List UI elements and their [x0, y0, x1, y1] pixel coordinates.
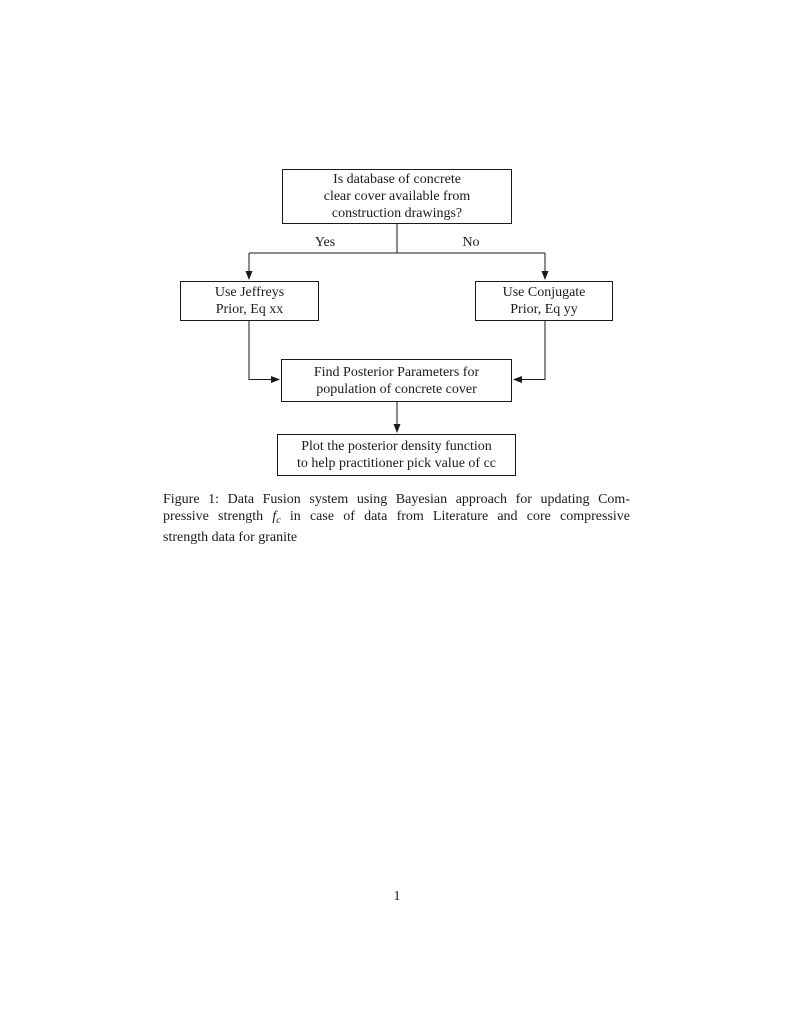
edge-label-no: No [462, 235, 480, 250]
flowchart-box-question: Is database of concrete clear cover avai… [282, 169, 512, 224]
caption-text: pressive strength [163, 509, 273, 524]
caption-line: pressive strength fc in case of data fro… [163, 508, 630, 529]
figure-caption: Figure 1: Data Fusion system using Bayes… [163, 491, 630, 546]
box-text-line: Prior, Eq xx [215, 302, 284, 317]
box-text-line: Find Posterior Parameters for [313, 364, 480, 380]
edge-conjugate-to-posterior [513, 321, 546, 383]
edge-label-yes: Yes [314, 235, 336, 250]
flowchart-box-plot: Plot the posterior density function to h… [277, 434, 516, 476]
page-number: 1 [393, 889, 401, 904]
box-text-line: Use Conjugate [502, 285, 586, 300]
box-text-line: Prior, Eq yy [510, 302, 578, 317]
box-text-line: Use Jeffreys [214, 285, 285, 300]
box-text-line: Is database of concrete [333, 172, 461, 187]
box-text-line: clear cover available from [323, 189, 471, 204]
caption-line: Figure 1: Data Fusion system using Bayes… [163, 492, 630, 507]
flowchart-box-posterior: Find Posterior Parameters for population… [281, 359, 512, 402]
math-fc-base: f [272, 509, 277, 524]
flowchart-box-conjugate: Use Conjugate Prior, Eq yy [475, 281, 613, 321]
caption-line: strength data for granite [163, 530, 298, 545]
box-text-line: construction drawings? [331, 206, 463, 221]
box-text-line: population of concrete cover [316, 381, 477, 397]
box-text-line: Plot the posterior density function [301, 439, 492, 454]
math-fc-subscript: c [276, 515, 281, 526]
edge-jeffreys-to-posterior [248, 321, 280, 383]
caption-text: in case of data from Literature and core… [280, 509, 630, 524]
flowchart-box-jeffreys: Use Jeffreys Prior, Eq xx [180, 281, 319, 321]
box-text-line: to help practitioner pick value of cc [296, 456, 497, 471]
